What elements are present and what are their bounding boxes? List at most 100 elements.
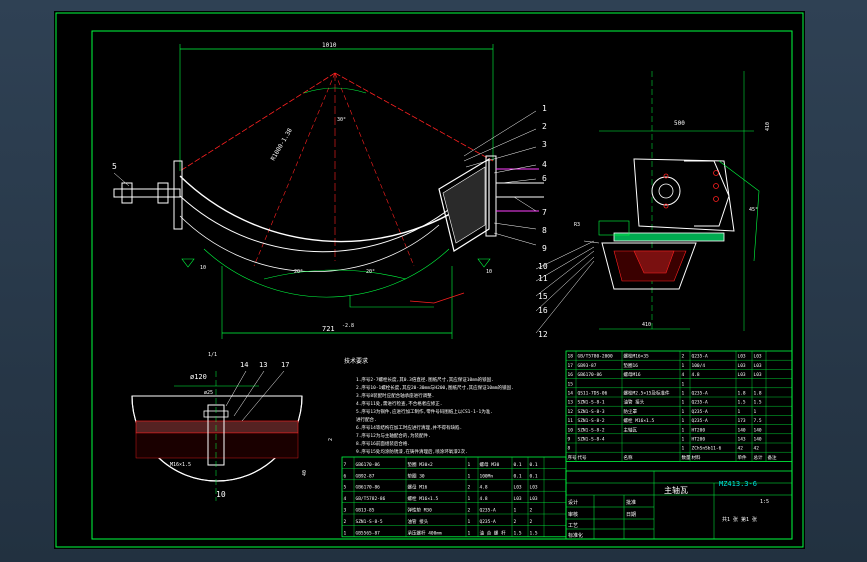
bom-upper-cell: 防尘罩 — [624, 408, 638, 415]
bom-upper-cell: 1 — [682, 391, 685, 397]
bom-upper-cell: Q235-A — [692, 400, 709, 406]
callout-12: 12 — [538, 330, 548, 339]
bom-lower-cell: 1.5 — [530, 530, 538, 536]
bom-lower-cell: 7 — [344, 462, 347, 468]
bom-upper-cell: 1 — [682, 427, 685, 433]
side-view: 500 410 — [574, 71, 771, 331]
tech-line-8: 7.序号12为与主轴配合的,为装配件. — [356, 432, 431, 439]
bom-upper-cell: 14 — [568, 391, 574, 397]
bom-upper-cell: SZN1-S-8-2 — [578, 427, 605, 433]
bom-upper-cell: 9 — [568, 437, 571, 443]
bom-upper-cell: SZN1-S-8-3 — [578, 409, 605, 415]
callout-numbers: 1 2 3 4 6 7 8 9 10 11 15 16 12 5 — [112, 104, 548, 339]
bom-upper-cell: 4.8 — [692, 372, 700, 378]
label-10-left: 10 — [200, 265, 206, 271]
callout-16: 16 — [538, 306, 548, 315]
bom-lower-cell: 0.1 — [530, 462, 538, 468]
tb-label-2: 审核 — [568, 511, 578, 518]
bom-lower-cell: 4 — [344, 496, 347, 502]
bom-lower-cell: 1 — [468, 519, 471, 525]
dim-side-angle: 45° — [749, 207, 758, 213]
tech-line-4: 4.序号11处,需进行检查,不合格者应修正. — [356, 400, 442, 407]
bom-upper-cell: 15 — [568, 381, 574, 387]
drawing-canvas: 1010 30° R1000-1.38 — [55, 12, 804, 548]
bom-lower-cell: GB13-85 — [356, 508, 375, 514]
bom-upper-cell: 2 — [682, 354, 685, 360]
tb-label-6: 日期 — [626, 512, 636, 518]
bom-upper-cell: QS11-7DS-06 — [578, 391, 608, 397]
bom-upper-cell: 1.8 — [738, 391, 746, 397]
bom-lower-cell: 垫圈 30 — [408, 472, 425, 479]
dim-bottom-span: 721 — [322, 325, 335, 333]
dim-side-width: 500 — [674, 120, 685, 127]
bom-upper-cell: 螺栓M2.5×15及标准件 — [624, 390, 670, 397]
bom-lower-cell: 1.5 — [514, 530, 522, 536]
label-10-right: 10 — [486, 269, 492, 275]
bom-lower-cell: L03 — [514, 485, 522, 491]
bom-upper-cell: 1.8 — [754, 391, 762, 397]
callout-1: 1 — [542, 104, 547, 113]
callout-3: 3 — [542, 140, 547, 149]
bom-upper-cell: SZN1-S-8-4 — [578, 437, 605, 443]
bom-upper-cell: 18 — [568, 354, 574, 360]
bom-upper-cell: 140 — [754, 427, 762, 433]
bom-lower-cell: 2 — [344, 519, 347, 525]
bom-upper-cell: L03 — [738, 363, 746, 369]
bom-lower-cell: 1 — [344, 530, 347, 536]
bom-upper-cell: 垫圈16 — [624, 362, 639, 369]
bom-lower-cell: GB92-87 — [356, 473, 375, 479]
inner-frame — [91, 30, 793, 540]
bom-upper-cell: HT200 — [692, 427, 706, 433]
bom-upper-cell: Q235-A — [692, 418, 709, 424]
bom-upper-cell: L03 — [754, 363, 762, 369]
callout-2: 2 — [542, 122, 547, 131]
drawing-sheet[interactable]: 1010 30° R1000-1.38 — [54, 11, 805, 549]
bom-lower-cell: 2 — [468, 485, 471, 491]
bom-lower-cell: GB/T5782-86 — [356, 496, 386, 502]
bom-upper-cell: L03 — [738, 372, 746, 378]
bom-upper-header-cell: 备注 — [768, 454, 777, 461]
bom-lower-cell: GB6170-86 — [356, 462, 381, 468]
bom-upper-cell: Q235-A — [692, 409, 709, 415]
tb-label-4: 标准化 — [568, 532, 583, 539]
detail-callout-14: 14 — [240, 361, 248, 369]
bom-upper-cell: 143 — [738, 437, 746, 443]
bom-upper-cell: 1 — [682, 437, 685, 443]
bom-lower-cell: 承压螺杆 400mm — [408, 529, 443, 536]
svg-text:R3: R3 — [574, 222, 580, 228]
bom-upper-cell: 1 — [738, 409, 741, 415]
bom-lower-cell: 2 — [530, 519, 533, 525]
bom-lower-cell: GB6170-86 — [356, 485, 381, 491]
callout-10: 10 — [538, 262, 548, 271]
tech-line-1: 1.序号2-7螺栓长度,其0.3倍直径.图纸尺寸,其应保证10mm的锁固. — [356, 376, 494, 383]
callout-8: 8 — [542, 226, 547, 235]
callout-7: 7 — [542, 208, 547, 217]
bom-upper-cell: 1 — [754, 409, 757, 415]
bom-upper-cell: 42 — [738, 446, 744, 452]
tech-line-6: 进行配合. — [356, 416, 377, 423]
bom-upper-cell: L03 — [738, 354, 746, 360]
bom-upper-cell: SZN1-S-8-2 — [578, 418, 605, 424]
bom-lower-cell: 1 — [468, 473, 471, 479]
bom-lower-cell: Q235-A — [480, 519, 497, 525]
bom-upper-header-cell: 数量 — [682, 454, 691, 461]
bom-lower-cell: L03 — [530, 496, 538, 502]
tech-line-10: 9.序号15处均涂防锈漆,在铸件清理后,喷涂环氧漆2次. — [356, 448, 468, 455]
detail-callout-17: 17 — [281, 361, 289, 369]
callout-9: 9 — [542, 244, 547, 253]
detail-scale: 1/1 — [208, 352, 217, 358]
bom-upper-cell: 7.5 — [754, 418, 762, 424]
tb-label-1: 设计 — [568, 499, 578, 506]
dim-bottom-tol: -2.8 — [342, 323, 354, 329]
bom-upper-cell: 140 — [754, 437, 762, 443]
tech-requirements: 技术要求 1.序号2-7螺栓长度,其0.3倍直径.图纸尺寸,其应保证10mm的锁… — [344, 357, 514, 455]
bom-lower-cell: 螺母 M30 — [480, 461, 500, 468]
bom-upper-cell: Q235-A — [692, 354, 709, 360]
bom-lower-cell: GB5565-87 — [356, 530, 381, 536]
bom-lower-cell: 2 — [468, 508, 471, 514]
bom-upper-cell: 螺栓 M16×1.5 — [624, 417, 655, 424]
bom-upper-cell: L03 — [754, 372, 762, 378]
